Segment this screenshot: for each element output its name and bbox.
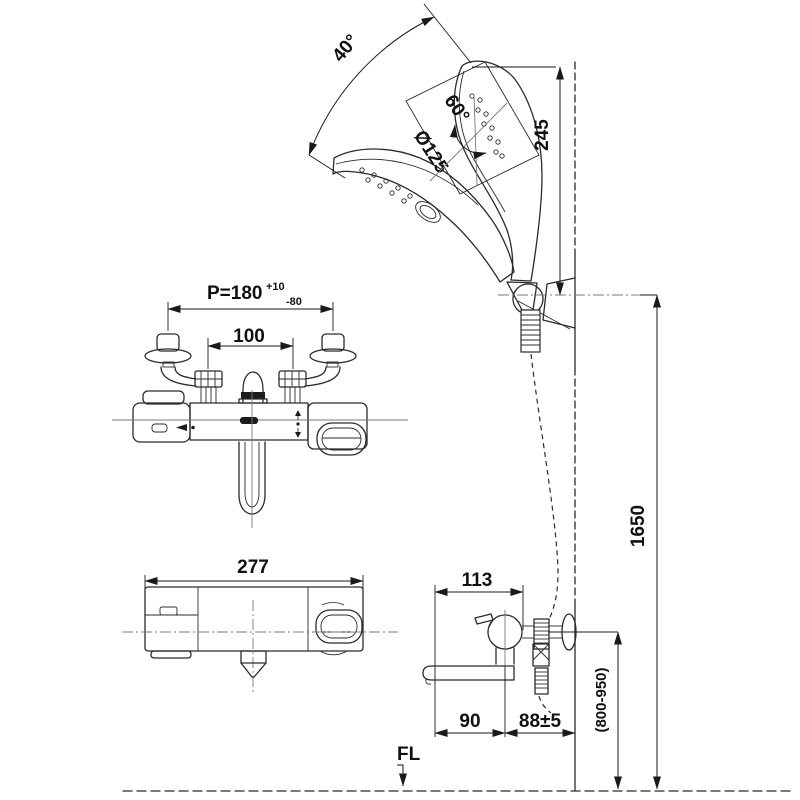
temp-scale-icon	[151, 423, 168, 433]
dim-245: 245	[472, 66, 564, 296]
flow-knob	[307, 402, 368, 450]
mixer-top-view: 277	[122, 557, 398, 692]
dim-1650: 1650	[498, 294, 661, 790]
shower-hose	[530, 353, 559, 621]
mixer-body	[112, 390, 408, 528]
dim-100: 100	[207, 326, 294, 369]
temp-knob-tab	[142, 390, 185, 405]
hose-cone	[506, 281, 538, 311]
dim-label-60: 60°	[440, 91, 474, 127]
dim-label-277: 277	[237, 557, 269, 578]
hose-elbow	[532, 643, 552, 714]
dim-label-800-950: (800-950)	[593, 667, 610, 732]
dim-800-950: (800-950)	[548, 631, 622, 790]
spout-side	[422, 647, 515, 685]
shower-holder	[506, 277, 576, 621]
dim-label-88: 88±5	[519, 711, 562, 732]
shower-outlet-dome	[238, 371, 268, 404]
dim-label-pitch-plus: +10	[266, 281, 285, 293]
handle-top-view	[315, 609, 363, 644]
handle-ring	[415, 201, 441, 223]
mixer-front-view: P=180 +10 -80 100	[112, 281, 408, 528]
left-wall-union	[144, 333, 223, 404]
fl-text: FL	[397, 744, 421, 765]
diverter-button	[240, 417, 258, 424]
dim-label-100: 100	[233, 326, 265, 347]
flow-handle	[316, 422, 367, 456]
spout-connection-top	[240, 650, 267, 678]
right-wall-union	[278, 333, 357, 404]
dim-label-40: 40°	[329, 31, 364, 67]
wall-connection-side	[522, 613, 577, 651]
dim-head-diameter: Ø125	[405, 61, 540, 195]
temperature-knob	[132, 402, 191, 443]
shower-head-outline	[453, 60, 543, 282]
dim-pitch: P=180 +10 -80	[167, 281, 334, 331]
dim-label-pitch: P=180	[207, 283, 262, 304]
dim-90-88: 90 88±5	[434, 667, 576, 737]
flow-arrows-icon	[295, 410, 301, 438]
dim-swivel-40: 40°	[308, 3, 472, 179]
floor-level-label: FL	[397, 744, 421, 787]
dim-label-1650: 1650	[628, 505, 649, 547]
spray-nozzles-tilted	[359, 167, 413, 204]
mixer-side-view: 113	[422, 570, 622, 790]
dim-113: 113	[434, 570, 524, 737]
dim-label-245: 245	[532, 119, 553, 151]
dim-277: 277	[144, 557, 364, 589]
dim-label-113: 113	[462, 570, 493, 591]
dim-label-pitch-minus: -80	[286, 296, 302, 308]
dim-label-90: 90	[459, 711, 480, 732]
hose-nut	[520, 309, 541, 353]
shower-head-tilted-outline	[332, 148, 515, 283]
temp-arrow-icon	[176, 424, 187, 431]
shower-face-rim-tilted	[335, 158, 479, 206]
